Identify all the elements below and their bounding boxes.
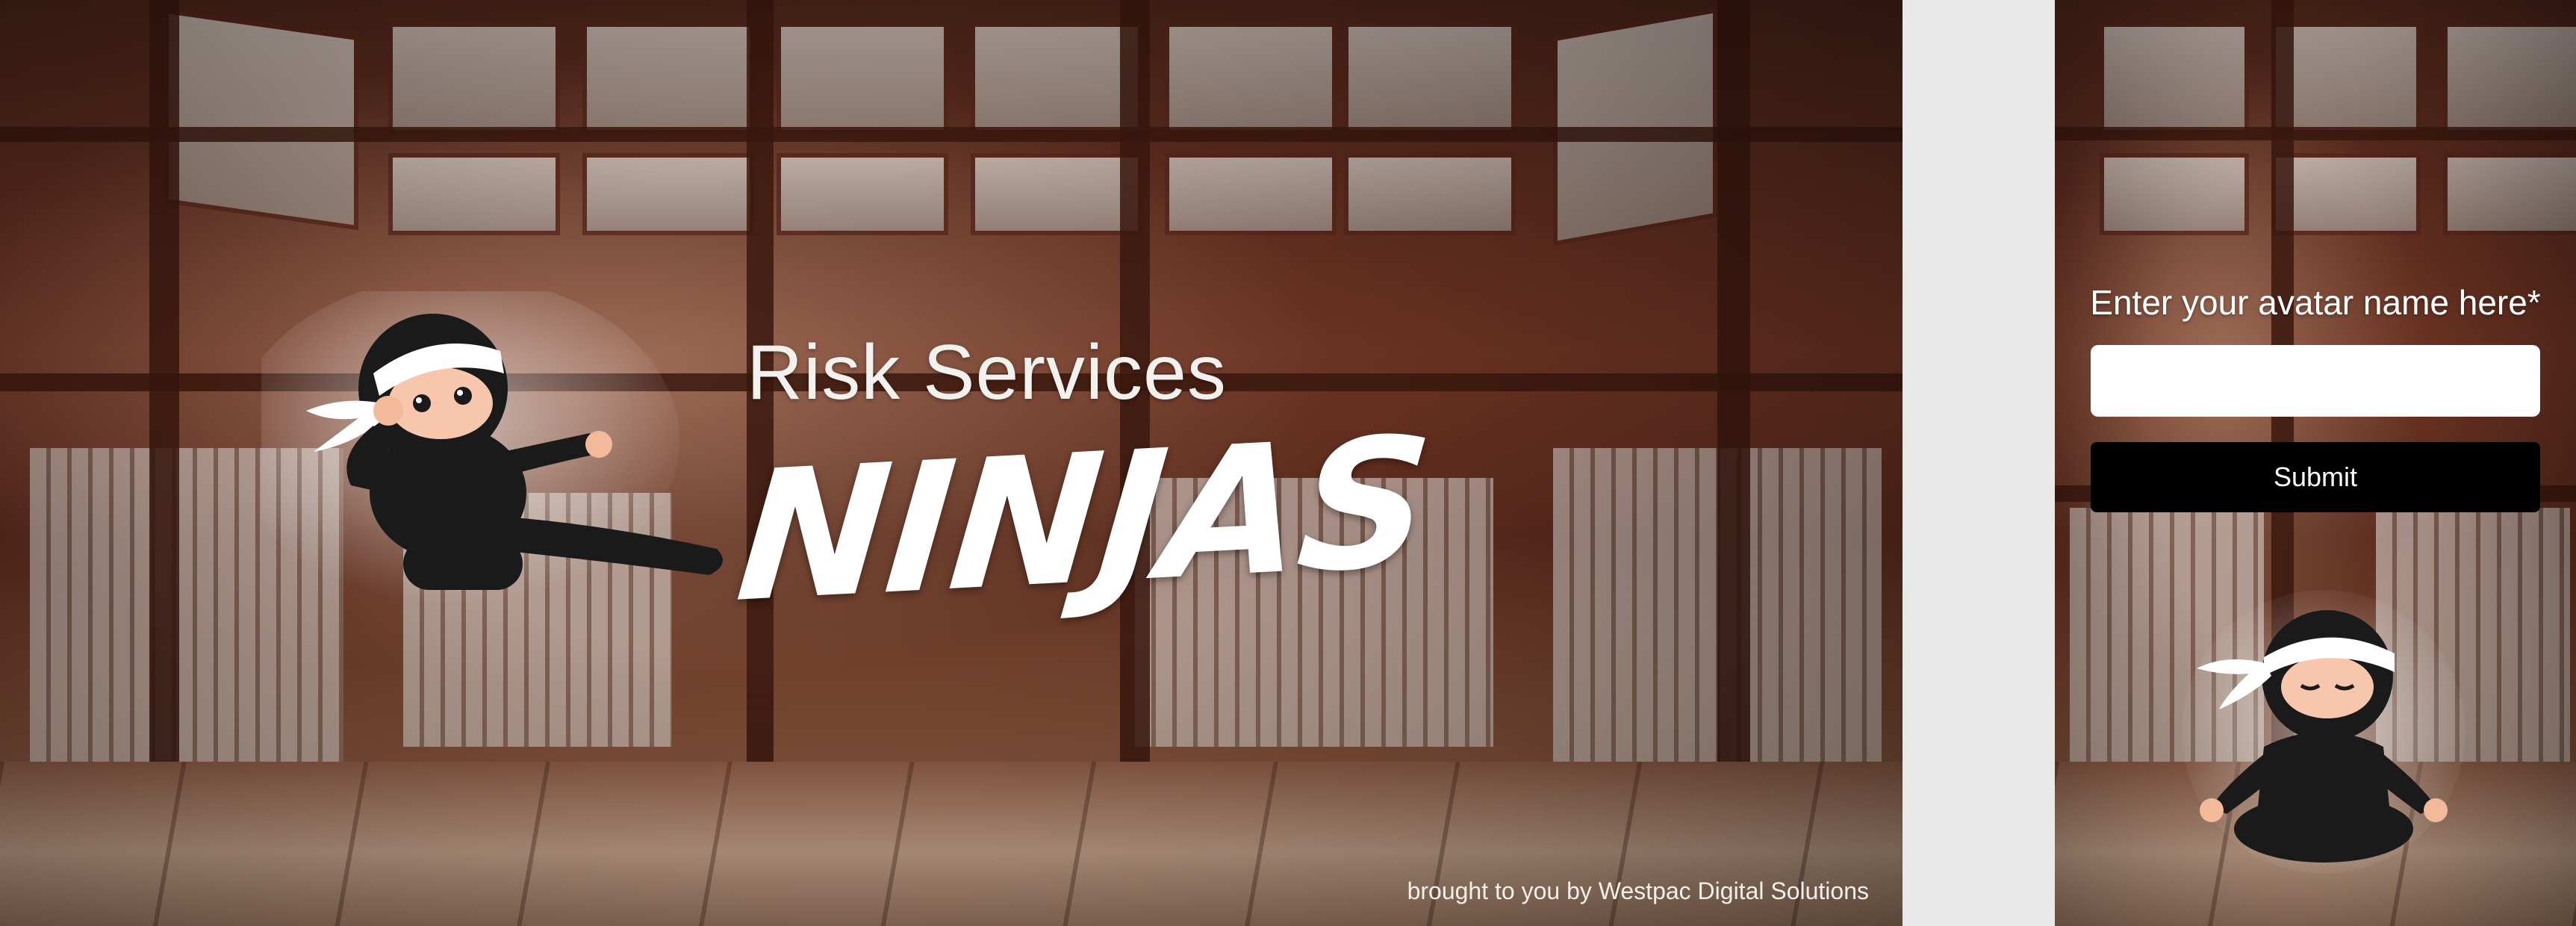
avatar-name-label: Enter your avatar name here* (2090, 283, 2541, 322)
hero-banner: Risk Services NINJAS brought to you by W… (0, 0, 1903, 926)
hero-brand-logo: NINJAS (729, 397, 1436, 642)
meditating-ninja-icon (2182, 590, 2465, 874)
dojo-beam (0, 127, 1903, 142)
dojo-window (582, 153, 754, 235)
dojo-pillar (1120, 0, 1150, 777)
dojo-window (388, 153, 560, 235)
hero-headline: Risk Services (747, 329, 1227, 416)
dojo-window (2100, 22, 2249, 134)
avatar-login-panel: Enter your avatar name here* Submit (2055, 0, 2576, 926)
dojo-window (1165, 153, 1337, 235)
tatami-floor (0, 762, 1903, 926)
dojo-window (1344, 153, 1516, 235)
dojo-window (2443, 153, 2576, 235)
dojo-window (2100, 153, 2249, 235)
shoji-screen (1135, 478, 1493, 747)
panel-divider (1903, 0, 2055, 926)
dojo-window (777, 153, 948, 235)
avatar-name-input[interactable] (2091, 345, 2540, 417)
dojo-window (2443, 22, 2576, 134)
kicking-ninja-icon (261, 291, 723, 605)
dojo-window (971, 153, 1142, 235)
dojo-window (388, 22, 560, 134)
submit-button[interactable]: Submit (2091, 442, 2540, 512)
hero-credit: brought to you by Westpac Digital Soluti… (1407, 877, 1869, 904)
dojo-pillar (149, 0, 179, 777)
dojo-window (2271, 153, 2421, 235)
dojo-beam (2055, 127, 2576, 140)
dojo-pillar (747, 0, 774, 777)
dojo-window (582, 22, 754, 134)
dojo-pillar (1717, 0, 1750, 777)
